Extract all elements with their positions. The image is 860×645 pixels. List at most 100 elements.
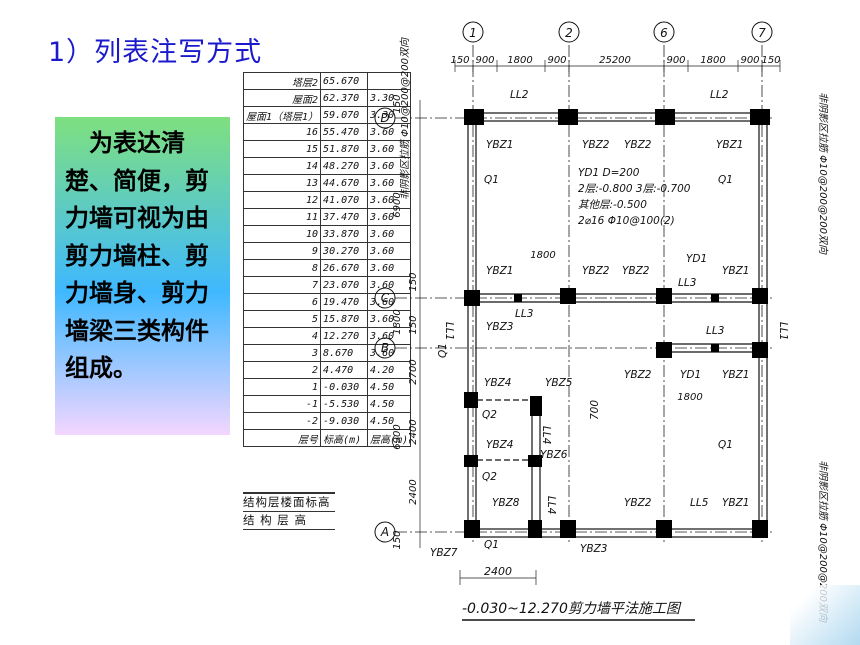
slide-title: 1）列表注写方式 — [48, 37, 263, 68]
component-label: YBZ1 — [722, 497, 750, 509]
axis-bubble — [462, 21, 484, 43]
left-dimension: 6900 — [392, 192, 403, 217]
right-note-bottom: 非阴影区拉筋 Φ10@200@200双向 — [817, 460, 829, 623]
component-label: YBZ6 — [540, 449, 568, 461]
component-label: YBZ7 — [430, 547, 458, 559]
component-label: YBZ1 — [486, 265, 514, 277]
component-label: LL5 — [690, 497, 709, 509]
axis-label: A — [380, 525, 389, 539]
left-dimension: 150 — [408, 315, 419, 334]
top-dimension: 1800 — [507, 55, 532, 66]
top-dimension: 900 — [547, 55, 566, 66]
component-label: YBZ4 — [484, 377, 512, 389]
component-label: YBZ1 — [722, 265, 750, 277]
component-label: YBZ1 — [722, 369, 750, 381]
left-dimension: 6900 — [392, 424, 403, 449]
component-label: YBZ3 — [580, 543, 608, 555]
floor-height: 3.60 — [367, 140, 412, 158]
component-label: LL2 — [710, 89, 729, 101]
yd1-note-line: 其他层:-0.500 — [578, 199, 647, 211]
caption-floor-height: 结 构 层 高 — [243, 512, 335, 530]
component-label: LL4 — [540, 426, 552, 444]
component-label: Q1 — [718, 439, 733, 451]
axis-bubble — [374, 337, 396, 359]
axis-label: 1 — [469, 26, 477, 40]
component-label: YD1 — [686, 253, 707, 265]
axis-label: 2 — [565, 26, 573, 40]
decorative-corner — [790, 585, 860, 645]
top-dimension: 900 — [740, 55, 759, 66]
dimension-lines — [419, 60, 781, 585]
top-dimension: 1800 — [700, 55, 725, 66]
component-label: Q1 — [484, 539, 499, 551]
component-label: Q2 — [482, 409, 497, 421]
component-label: YBZ3 — [486, 321, 514, 333]
left-dimension: 1800 — [392, 309, 403, 334]
note-box: 为表达清楚、简便，剪力墙可视为由剪力墙柱、剪力墙身、剪力墙梁三类构件组成。 — [55, 117, 230, 435]
table-header-row: 层号标高(m)层高(m) — [242, 429, 412, 447]
top-dimension: 150 — [450, 55, 469, 66]
header-floor: 层号 — [242, 429, 322, 447]
wall-columns — [464, 109, 770, 538]
component-label: Q1 — [437, 343, 449, 358]
floor-number: 7 — [242, 276, 322, 294]
left-dimension: 2400 — [408, 419, 419, 444]
dimension-texts: 150 900 1800 900 25200 900 1800 900 150 150 6900 15… — [392, 55, 781, 578]
axis-bubble — [374, 287, 396, 309]
right-note-top: 非阴影区拉筋 Φ10@200@200双向 — [817, 92, 829, 255]
floor-number: 14 — [242, 157, 322, 175]
component-label: LL3 — [515, 308, 533, 320]
component-label: YBZ2 — [624, 369, 652, 381]
component-label: LL2 — [510, 89, 529, 101]
top-dimension: 900 — [666, 55, 685, 66]
component-label: LL4 — [545, 496, 557, 514]
component-label: YBZ5 — [545, 377, 573, 389]
component-label: LL1 — [443, 322, 455, 340]
left-note-top: 非阴影区拉筋 Φ10@200@200双向 — [399, 37, 411, 200]
axis-label: C — [381, 291, 390, 305]
component-label: YD1 — [680, 369, 701, 381]
left-dimension: 150 — [392, 94, 403, 113]
left-dimension: 150 — [408, 272, 419, 291]
floor-height: 3.30 — [367, 89, 412, 107]
top-dimension: 25200 — [599, 55, 631, 66]
axis-label: D — [380, 111, 389, 125]
axis-label: 7 — [758, 26, 766, 40]
left-dimension: 2400 — [408, 479, 419, 504]
component-label: Q1 — [484, 174, 499, 186]
left-dimension: 2700 — [408, 359, 419, 384]
top-dimension: 900 — [475, 55, 494, 66]
component-label: 700 — [589, 400, 601, 420]
component-label: LL3 — [678, 277, 696, 289]
axis-label: B — [381, 341, 389, 355]
axis-bubble — [374, 521, 396, 543]
axis-bubble — [653, 21, 675, 43]
component-label: YBZ4 — [486, 439, 514, 451]
bottom-dimension: 2400 — [484, 565, 512, 578]
yd1-note-line: 2⌀16 Φ10@100(2) — [578, 215, 675, 227]
component-label: YBZ2 — [624, 139, 652, 151]
axis-bubble — [558, 21, 580, 43]
axis-label: 6 — [660, 26, 668, 40]
header-height: 层高(m) — [367, 429, 412, 447]
component-label: Q2 — [482, 471, 497, 483]
component-label: YBZ2 — [582, 139, 610, 151]
floor-height: 4.50 — [367, 395, 412, 413]
left-dimension: 150 — [392, 530, 403, 549]
drawing-title: -0.030~12.270剪力墙平法施工图 — [462, 601, 682, 617]
